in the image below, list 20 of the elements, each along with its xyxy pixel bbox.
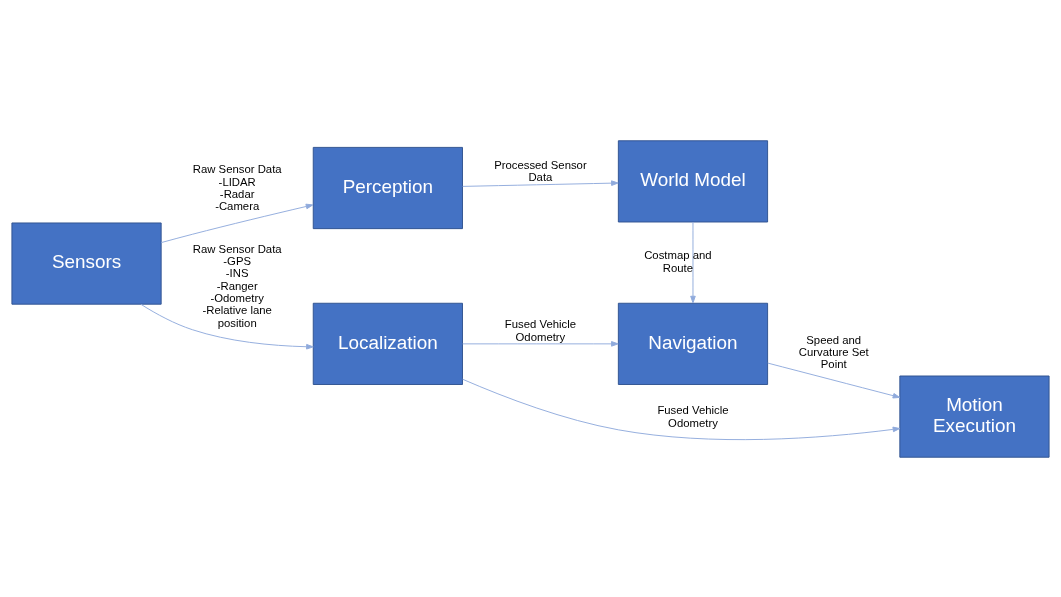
edge-label: Raw Sensor Data -LIDAR -Radar -Camera [192,162,282,212]
arrow [462,179,619,187]
edge-label: Fused Vehicle Odometry [504,317,576,343]
arrow [767,362,901,398]
edge-label: Fused Vehicle Odometry [657,403,729,429]
arrow [140,303,314,350]
arrow [462,378,901,440]
arrow [462,340,619,347]
node-box: Navigation [617,302,769,385]
node-box: Localization [312,302,463,385]
node-box: Perception [312,146,463,229]
node-box: Motion Execution [899,375,1050,458]
edge-label: Speed and Curvature Set Point [798,332,869,370]
node-box: Sensors [11,222,162,305]
arrow [160,203,314,243]
edge-label: Processed Sensor Data [494,158,587,183]
edge-label: Costmap and Route [644,248,712,274]
arrow [690,221,696,303]
node-box: World Model [617,139,769,222]
edge-label: Raw Sensor Data -GPS -INS -Ranger -Odometry -Relative lane position [192,242,282,328]
